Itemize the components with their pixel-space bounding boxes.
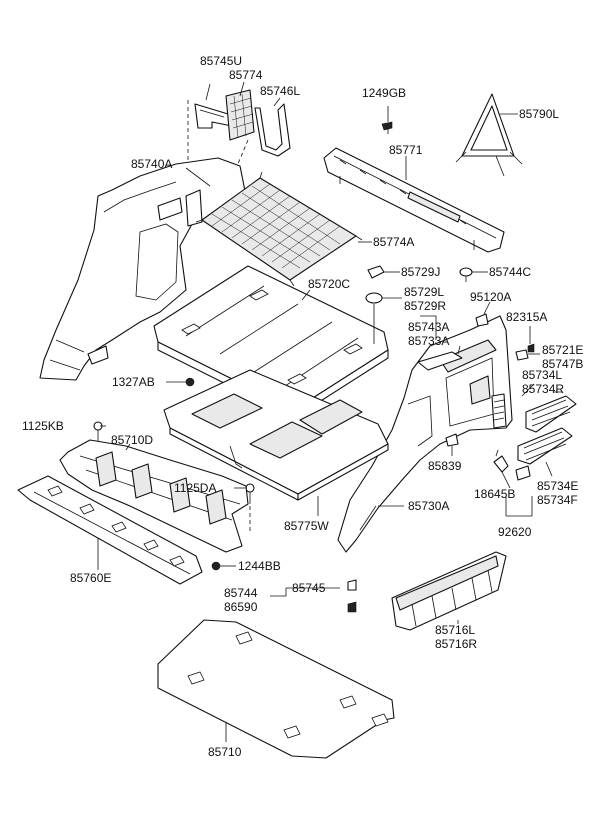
part-1244BB-bolt (211, 561, 221, 571)
part-1249GB (381, 121, 393, 134)
part-85730A-right-trim (337, 315, 513, 553)
part-85743A (417, 351, 463, 371)
part-18645B-bulb (493, 449, 509, 473)
label-85710D: 85710D (111, 433, 153, 447)
part-85774A-cargo-net (195, 171, 363, 287)
part-1125DA-bolt (245, 483, 255, 504)
label-86590: 86590 (224, 600, 258, 614)
part-1125KB-bolt (93, 421, 103, 444)
label-85771: 85771 (389, 143, 423, 157)
part-85729L-cap (365, 292, 383, 304)
label-85774A: 85774A (373, 235, 414, 249)
label-85710: 85710 (208, 745, 242, 759)
label-1327AB: 1327AB (112, 375, 155, 389)
part-85744C-clip (459, 267, 473, 282)
label-85747B: 85747B (542, 357, 583, 371)
label-85744C: 85744C (489, 265, 531, 279)
part-85771-sill-plate (323, 147, 505, 253)
part-85746L (254, 103, 291, 157)
label-1125KB: 1125KB (22, 419, 64, 433)
part-95120A (475, 313, 489, 327)
part-85716L-storage-box (391, 551, 507, 631)
part-92620-socket (515, 465, 531, 481)
part-85774 (225, 89, 255, 141)
part-85745U (194, 103, 233, 129)
label-85729R: 85729R (404, 299, 446, 313)
part-85775W-tray (163, 369, 389, 501)
part-85740A-left-trim (39, 157, 247, 381)
label-85716R: 85716R (435, 637, 477, 651)
label-85734E: 85734E (537, 479, 578, 493)
part-85729J-clip (367, 265, 385, 279)
label-18645B: 18645B (474, 487, 515, 501)
part-85710D-crossmember (59, 439, 249, 553)
label-85745U: 85745U (200, 54, 242, 68)
part-85839 (445, 433, 459, 447)
label-85716L: 85716L (435, 623, 475, 637)
part-86590-clip (347, 601, 357, 613)
part-1327AB-bolt (185, 377, 195, 387)
label-85775W: 85775W (284, 519, 329, 533)
label-85746L: 85746L (260, 84, 300, 98)
label-85744: 85744 (224, 586, 258, 600)
label-85740A: 85740A (131, 157, 172, 171)
part-85760E-mat (17, 475, 203, 585)
label-85790L: 85790L (519, 107, 559, 121)
label-85743A: 85743A (408, 320, 449, 334)
label-95120A: 95120A (470, 290, 511, 304)
label-85734R: 85734R (522, 382, 564, 396)
part-85790L-warning-triangle (455, 93, 523, 177)
label-82315A: 82315A (506, 310, 547, 324)
label-1249GB: 1249GB (362, 86, 406, 100)
label-85734F: 85734F (537, 493, 578, 507)
part-85710-large-mat (157, 619, 395, 759)
label-85720C: 85720C (308, 277, 350, 291)
label-92620: 92620 (498, 525, 532, 539)
label-1244BB: 1244BB (238, 559, 281, 573)
part-82315A (527, 343, 535, 353)
part-85721E (515, 349, 529, 361)
label-85721E: 85721E (542, 343, 583, 357)
label-85733A: 85733A (408, 334, 449, 348)
label-85774: 85774 (229, 68, 263, 82)
label-85745: 85745 (292, 581, 326, 595)
label-85729J: 85729J (401, 265, 440, 279)
label-85729L: 85729L (404, 285, 444, 299)
part-85734E-cover (517, 427, 573, 465)
label-85730A: 85730A (408, 499, 449, 513)
label-85839: 85839 (428, 459, 462, 473)
part-85734L-cover (525, 395, 577, 433)
label-85734L: 85734L (522, 368, 562, 382)
part-85745-clip (347, 579, 357, 591)
label-1125DA: 1125DA (174, 481, 216, 495)
label-85760E: 85760E (70, 571, 111, 585)
